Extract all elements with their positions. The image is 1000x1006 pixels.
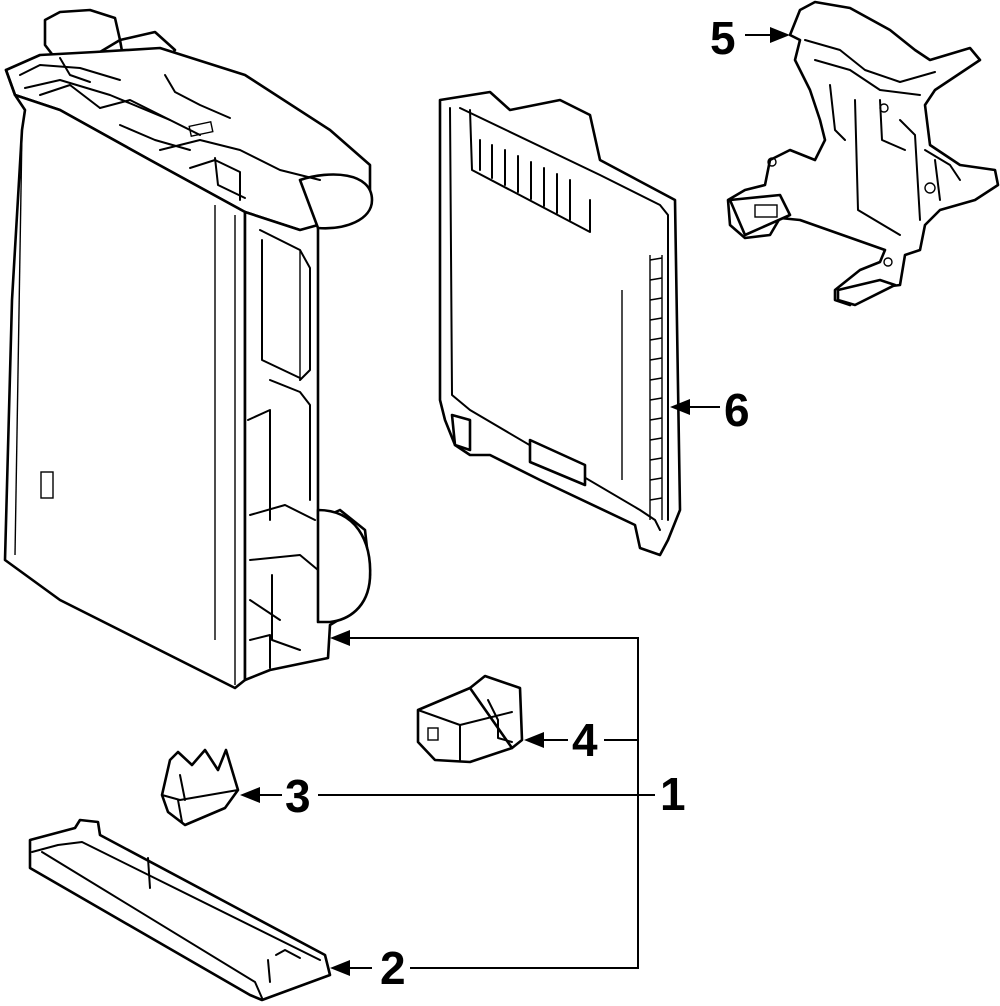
relay-connector	[416, 674, 524, 764]
callout-6: 6	[724, 384, 750, 436]
leader-lines	[240, 27, 790, 976]
mounting-bracket	[726, 0, 1000, 307]
fuse-clip	[160, 748, 240, 827]
callout-1: 1	[660, 768, 686, 820]
arrow-to-relay	[524, 732, 544, 748]
cover-tray	[28, 818, 332, 1002]
callout-4: 4	[572, 714, 598, 766]
arrow-to-clip	[240, 787, 260, 803]
arrow-to-tray	[330, 960, 350, 976]
callout-2: 2	[380, 942, 406, 994]
arrow-to-cover	[670, 399, 690, 415]
arrow-to-junction-block	[330, 630, 350, 646]
junction-block-body	[3, 8, 374, 690]
callout-5: 5	[710, 12, 736, 64]
cover-panel	[438, 90, 682, 557]
callout-3: 3	[285, 770, 311, 822]
callout-labels: 1 2 3 4 5 6	[285, 12, 750, 994]
arrow-to-bracket	[770, 27, 790, 43]
